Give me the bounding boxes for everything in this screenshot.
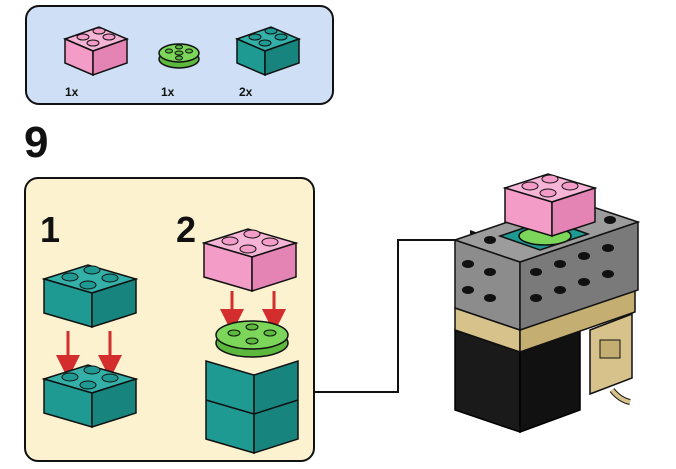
step-number: 9 xyxy=(24,118,49,167)
teal-brick-part-icon xyxy=(234,26,302,77)
placement-arrow-icon xyxy=(470,230,498,250)
part-quantity: 1x xyxy=(161,85,175,99)
parts-list-callout: 1x 1x 2x xyxy=(25,5,334,105)
teal-brick-top xyxy=(41,264,139,329)
teal-brick-bottom xyxy=(41,364,139,429)
pink-brick-part-icon xyxy=(62,26,130,77)
teal-brick-stack xyxy=(205,359,299,455)
part-quantity: 1x xyxy=(65,85,79,99)
part-quantity: 2x xyxy=(239,85,253,99)
substep-number: 2 xyxy=(176,209,197,250)
callout-connector-line xyxy=(315,239,470,393)
substep-number: 1 xyxy=(40,209,61,250)
assembled-model xyxy=(452,173,641,434)
parts-illustration xyxy=(62,26,302,77)
substep-callout: 1 2 xyxy=(24,177,315,462)
green-round-plate-part-icon xyxy=(158,43,200,69)
green-round-plate xyxy=(215,320,289,358)
pink-brick xyxy=(201,228,299,293)
substep-illustration xyxy=(41,228,299,455)
